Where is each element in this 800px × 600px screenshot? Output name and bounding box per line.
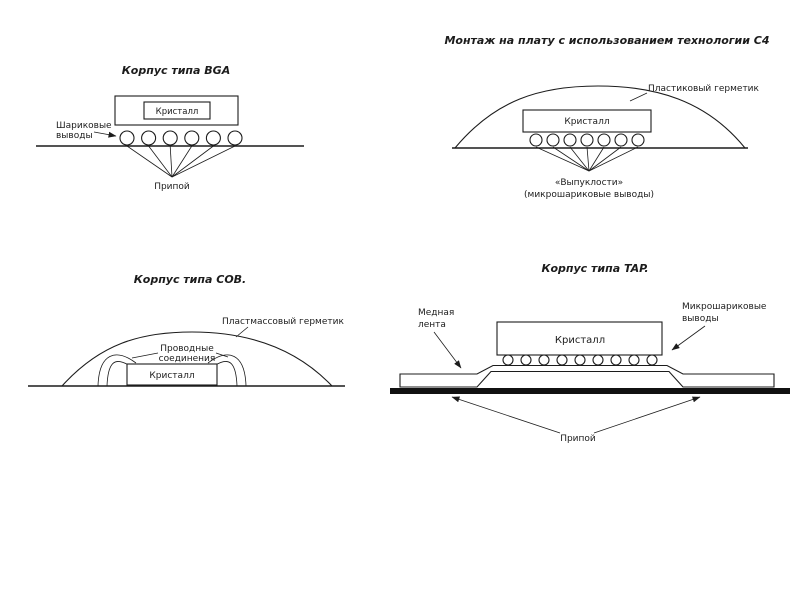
bga-balls-label: выводы [56,131,93,141]
bga-title: Корпус типа BGA [122,64,230,77]
ball [597,133,611,147]
tab-solder-arrow-right [593,396,701,434]
ball [538,354,550,366]
bga-die-rect [143,101,211,120]
c4-sealant-pointer [629,92,648,102]
tab-microballs-label: выводы [682,314,719,324]
ball [631,133,645,147]
tab-microballs-label: Микрошариковые [682,302,767,312]
cob-wires-label: Проводные [160,344,214,354]
ball [574,354,586,366]
ball [502,354,514,366]
cob-wires-label: соединения [159,354,216,364]
ball [556,354,568,366]
cob-wires-pointer-left [131,352,159,359]
cob-die-label: Кристалл [149,371,194,381]
bga-die-label: Кристалл [156,107,199,117]
diagram-tab: Корпус типа TAP. Медная лента Микрошарик… [390,262,790,444]
diagram-bga: Корпус типа BGA Кристалл Шариковые вывод… [36,64,304,192]
tab-die-label: Кристалл [555,335,605,346]
diagram-c4: Монтаж на плату с использованием техноло… [444,34,769,200]
ball [563,133,577,147]
tab-copper-arrow [433,331,462,369]
ball [227,130,243,146]
ball [646,354,658,366]
c4-bumps-fan [535,146,639,172]
ball [184,130,200,146]
ball [520,354,532,366]
ball [119,130,135,146]
c4-balls [529,133,645,147]
bga-balls-label: Шариковые [56,121,112,131]
bga-balls-pointer [93,131,117,138]
tab-tape [399,364,775,388]
cob-wires-pointer-right [215,352,229,358]
ball [141,130,157,146]
cob-wire-right-outer [207,354,247,387]
tab-microballs-arrow [671,325,706,351]
c4-die-rect [522,109,652,133]
c4-bumps-label: «Выпуклости» [555,178,623,188]
c4-sealant-label: Пластиковый герметик [648,84,760,94]
tab-copper-label: Медная [418,308,454,318]
tab-die-rect [496,321,663,356]
c4-title: Монтаж на плату с использованием техноло… [444,34,769,47]
tab-board-bar [390,388,790,394]
tab-title: Корпус типа TAP. [541,262,648,275]
c4-dome [454,85,746,149]
cob-wire-left-outer [97,354,137,387]
ball [610,354,622,366]
ball [580,133,594,147]
cob-sealant-label: Пластмассовый герметик [222,317,344,327]
ball [529,133,543,147]
c4-bumps-label: (микрошариковые выводы) [524,190,654,200]
ball [205,130,221,146]
tab-copper-label: лента [418,320,446,330]
bga-solder-fan [126,145,236,178]
cob-dome [61,331,333,387]
bga-balls [119,130,243,146]
cob-title: Корпус типа COB. [134,273,246,286]
ball [628,354,640,366]
tab-solder-arrow-left [451,396,561,434]
ball [162,130,178,146]
ball [614,133,628,147]
bga-solder-label: Припой [154,182,190,192]
cob-sealant-pointer [235,326,249,338]
cob-die-rect [126,363,218,386]
c4-die-label: Кристалл [564,117,609,127]
tab-solder-label: Припой [560,434,596,444]
diagram-cob: Корпус типа COB. Пластмассовый герметик … [28,273,345,387]
ball [592,354,604,366]
ball [546,133,560,147]
tab-balls [502,354,658,366]
